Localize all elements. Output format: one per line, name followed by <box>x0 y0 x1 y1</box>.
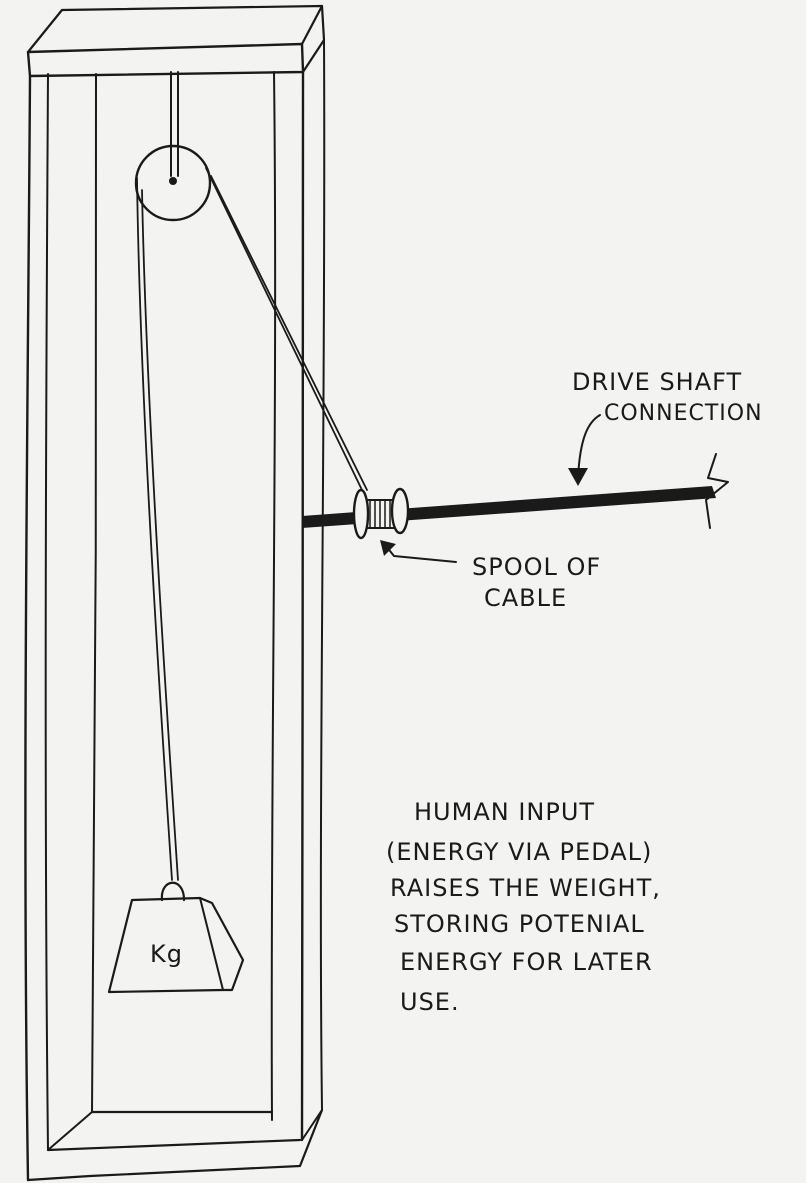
caption-line: ENERGY FOR LATER <box>400 948 653 976</box>
weight-unit-label: Kg <box>150 940 183 968</box>
caption-line: STORING POTENIAL <box>394 910 645 938</box>
caption: HUMAN INPUT (ENERGY VIA PEDAL) RAISES TH… <box>386 798 661 1016</box>
caption-line: HUMAN INPUT <box>414 798 595 826</box>
kg-weight: Kg <box>109 883 243 992</box>
spool-arrow <box>380 540 456 562</box>
drive-shaft-label-line2: CONNECTION <box>604 401 763 426</box>
caption-line: RAISES THE WEIGHT, <box>390 874 661 902</box>
pulley-wheel <box>136 72 210 220</box>
cable-spool <box>354 489 408 538</box>
drive-shaft-label-line1: DRIVE SHAFT <box>572 368 742 396</box>
drive-shaft-arrow <box>568 415 600 486</box>
spool-label-line2: CABLE <box>484 584 567 612</box>
caption-line: USE. <box>400 988 460 1016</box>
spool-label-line1: SPOOL OF <box>472 553 601 581</box>
caption-line: (ENERGY VIA PEDAL) <box>386 838 652 866</box>
